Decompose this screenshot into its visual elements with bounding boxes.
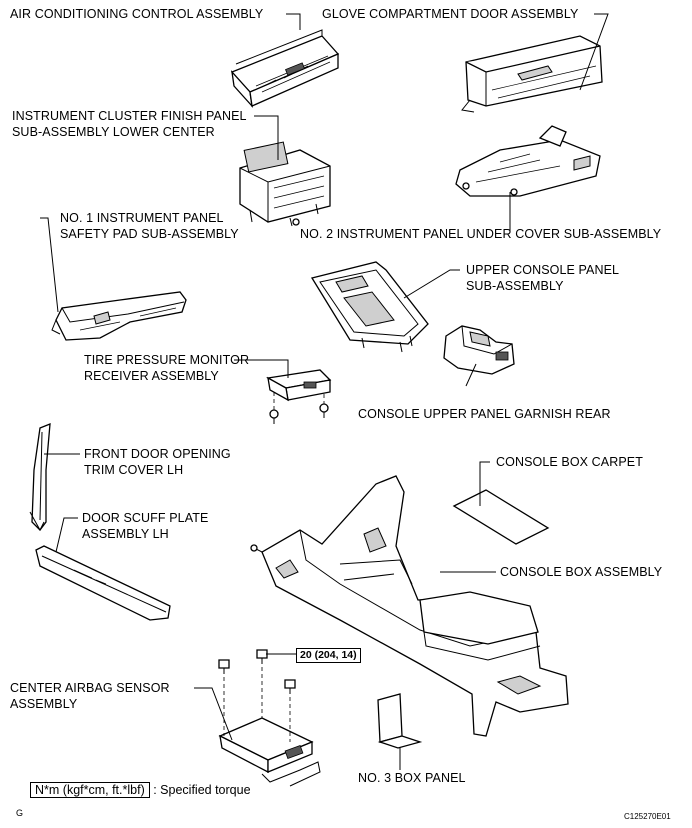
label-carpet: CONSOLE BOX CARPET xyxy=(496,455,643,469)
label-glove-door: GLOVE COMPARTMENT DOOR ASSEMBLY xyxy=(322,7,579,21)
ac-control-assembly-part xyxy=(230,29,340,109)
label-scuff-1: DOOR SCUFF PLATE xyxy=(82,511,209,525)
label-front-door-1: FRONT DOOR OPENING xyxy=(84,447,231,461)
legend-text: : Specified torque xyxy=(153,783,251,797)
legend-unit-box: N*m (kgf*cm, ft.*lbf) xyxy=(30,782,150,798)
torque-legend: N*m (kgf*cm, ft.*lbf) : Specified torque xyxy=(30,782,251,798)
label-upper-console-1: UPPER CONSOLE PANEL xyxy=(466,263,620,277)
console-box-part xyxy=(250,475,569,737)
console-box-carpet-part xyxy=(452,489,550,545)
label-garnish-rear: CONSOLE UPPER PANEL GARNISH REAR xyxy=(358,407,611,421)
figure-code: C125270E01 xyxy=(624,812,671,821)
torque-spec-box: 20 (204, 14) xyxy=(296,648,361,663)
label-front-door-2: TRIM COVER LH xyxy=(84,463,184,477)
tire-pressure-receiver-part xyxy=(266,369,332,424)
label-pad-2: SAFETY PAD SUB-ASSEMBLY xyxy=(60,227,239,241)
label-box-panel: NO. 3 BOX PANEL xyxy=(358,771,466,785)
cluster-finish-panel-part xyxy=(239,141,331,227)
garnish-rear-part xyxy=(443,325,515,375)
label-ac-control: AIR CONDITIONING CONTROL ASSEMBLY xyxy=(10,7,264,21)
label-cluster-finish-1: INSTRUMENT CLUSTER FINISH PANEL xyxy=(12,109,247,123)
label-console-box: CONSOLE BOX ASSEMBLY xyxy=(500,565,663,579)
label-upper-console-2: SUB-ASSEMBLY xyxy=(466,279,564,293)
upper-console-panel-part xyxy=(310,261,429,353)
label-under-cover: NO. 2 INSTRUMENT PANEL UNDER COVER SUB-A… xyxy=(300,227,662,241)
label-scuff-2: ASSEMBLY LH xyxy=(82,527,169,541)
label-airbag-1: CENTER AIRBAG SENSOR xyxy=(10,681,170,695)
label-tire-1: TIRE PRESSURE MONITOR xyxy=(84,353,250,367)
leader-lines xyxy=(40,13,609,770)
label-airbag-2: ASSEMBLY xyxy=(10,697,78,711)
label-tire-2: RECEIVER ASSEMBLY xyxy=(84,369,219,383)
safety-pad-part xyxy=(51,291,187,341)
front-door-trim-part xyxy=(29,423,51,532)
door-scuff-plate-part xyxy=(35,545,171,621)
glove-door-part xyxy=(461,35,603,113)
label-pad-1: NO. 1 INSTRUMENT PANEL xyxy=(60,211,224,225)
under-cover-part xyxy=(455,125,601,197)
no3-box-panel-part xyxy=(377,693,423,749)
airbag-sensor-part xyxy=(218,649,321,787)
corner-mark-left: G xyxy=(16,808,24,818)
label-cluster-finish-2: SUB-ASSEMBLY LOWER CENTER xyxy=(12,125,215,139)
